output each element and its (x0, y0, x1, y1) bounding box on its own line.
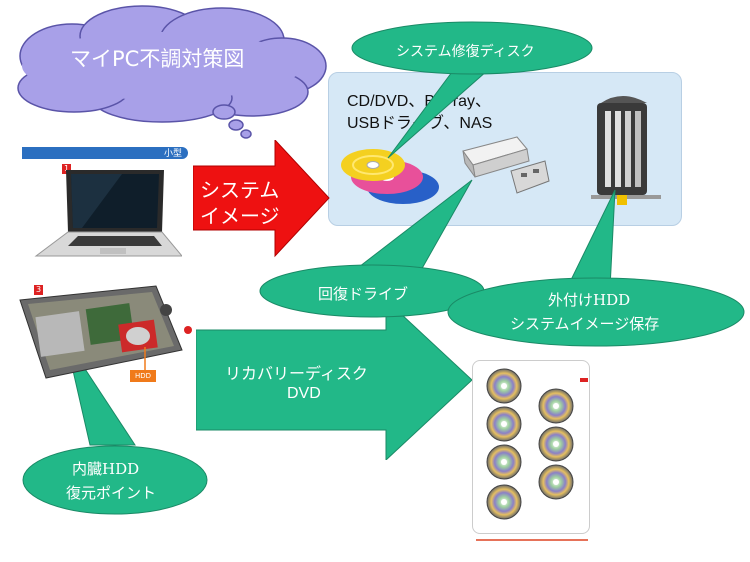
dvd-disc-icon (486, 368, 574, 520)
laptop-internals-image (19, 285, 183, 379)
internal-hdd-label-line1: 内臓HDD (72, 460, 140, 478)
system-image-label-line1: システム (200, 178, 280, 202)
badge-3: 3 (34, 285, 43, 295)
external-hdd-oval (447, 277, 745, 347)
repair-disc-oval (351, 21, 593, 75)
external-hdd-label-line2: システムイメージ保存 (510, 315, 660, 333)
page-title: マイPC不調対策図 (70, 47, 245, 71)
system-image-label-line2: イメージ (200, 204, 280, 228)
system-image-arrow (193, 140, 330, 258)
recovery-drive-label: 回復ドライブ (318, 285, 409, 303)
disc-stack-icon (341, 149, 439, 204)
laptop-image (34, 170, 182, 257)
recovery-disc-arrow (196, 300, 473, 460)
laptop-photo-header: 小型 (22, 147, 188, 159)
photo-header-text: 小型 (163, 149, 182, 159)
hdd-tag-line (144, 347, 146, 370)
nas-icon (591, 96, 661, 205)
internal-hdd-label-line2: 復元ポイント (66, 484, 157, 502)
hdd-tag: HDD (130, 370, 156, 382)
dvd-disc-group (476, 368, 588, 541)
badge-1: 1 (62, 164, 71, 174)
title-cloud (17, 5, 327, 139)
internal-hdd-oval (22, 445, 208, 515)
external-hdd-label-line1: 外付けHDD (548, 291, 631, 309)
usb-drive-icon (462, 136, 550, 194)
recovery-disc-label-line1: リカバリーディスク (225, 364, 368, 383)
recovery-disc-label-line2: DVD (287, 385, 321, 402)
repair-disc-label: システム修復ディスク (396, 44, 535, 60)
photo-edge-icon (184, 326, 192, 334)
